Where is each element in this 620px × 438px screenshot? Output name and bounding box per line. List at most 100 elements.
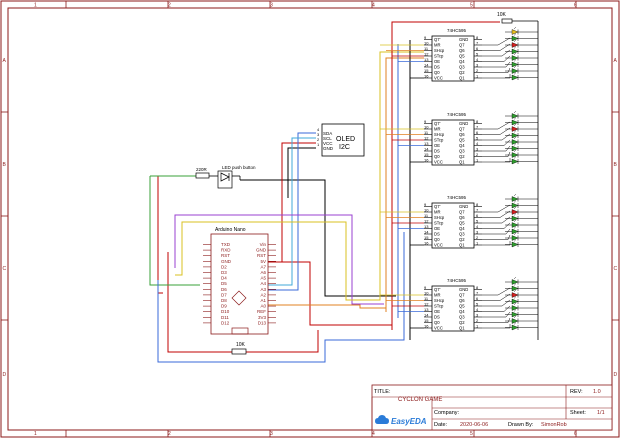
sr-pin-number: 4 (476, 141, 479, 146)
arduino-box (210, 233, 269, 335)
arduino-pin-label: A2 (260, 292, 266, 297)
button-resistor (195, 172, 210, 179)
sr-pin-label: Q1 (459, 326, 465, 331)
sr-pin-label: OE (434, 143, 440, 148)
sr-pin-number: 12 (424, 302, 429, 307)
sr-pin-label: DS (434, 149, 440, 154)
sr-pin-number: 1 (476, 241, 479, 246)
sr-pin-label: Q6 (459, 132, 465, 137)
led-icon (505, 296, 538, 305)
arduino-pin-label: D11 (221, 315, 229, 320)
sr-pin-label: Q2 (459, 237, 465, 242)
sr-pin-label: Q7 (459, 210, 465, 215)
arduino-pin-label: 5V (260, 259, 266, 264)
button-label: LED push button (222, 165, 256, 170)
sr-pin-number: 9 (424, 285, 427, 290)
sr-pin-number: 6 (476, 46, 479, 51)
arduino-pin-label: D7 (221, 292, 227, 297)
col-label: 3 (270, 3, 273, 9)
sr-pin-label: Q7' (434, 37, 441, 42)
sr-pin-label: VCC (434, 160, 443, 165)
led-icon (505, 65, 538, 74)
cloud-icon (375, 415, 389, 424)
sr-pin-label: SHcp (434, 48, 445, 53)
led-icon (505, 39, 538, 48)
date-value: 2020-06-06 (460, 422, 488, 428)
sr-pin-number: 13 (424, 141, 429, 146)
wire-blue-long (157, 232, 405, 363)
sr-pin-number: 15 (424, 318, 429, 323)
sr-pin-number: 15 (424, 152, 429, 157)
arduino-pin-label: RST (221, 253, 230, 258)
sr-pin-number: 6 (476, 213, 479, 218)
oled-pin-number: 1 (317, 142, 320, 147)
led-icon (505, 59, 538, 68)
sr-pin-number: 5 (476, 52, 479, 57)
sr-pin-number: 14 (424, 63, 429, 68)
sr-pin-label: Q2 (459, 70, 465, 75)
sr-pin-number: 7 (476, 291, 479, 296)
arduino-pin-label: TXD (221, 242, 231, 247)
sr-pin-number: 2 (476, 152, 479, 157)
led-icon (505, 206, 538, 215)
arduino-pin-label: Vin (260, 242, 267, 247)
oled-pin-label: GND (323, 146, 334, 151)
col-label: 4 (372, 431, 375, 437)
led-icon (505, 136, 538, 145)
led-icon (505, 239, 538, 248)
sr-pin-number: 16 (424, 74, 429, 79)
sr-pin-number: 12 (424, 136, 429, 141)
sr-pin-number: 14 (424, 313, 429, 318)
led-icon (505, 46, 538, 55)
arduino-pin-label: A3 (260, 287, 266, 292)
company-label: Company: (434, 410, 460, 416)
led-icon (505, 302, 538, 311)
oled-box (321, 123, 365, 157)
sr-pin-label: Q6 (459, 298, 465, 303)
sr-pin-label: Q6 (459, 215, 465, 220)
wire-vcc-bottom2 (246, 330, 319, 353)
rev-value: 1.0 (593, 389, 601, 395)
led-icon (505, 289, 538, 298)
led-icon (505, 213, 538, 222)
led-icon (505, 315, 538, 324)
row-label: D (3, 372, 7, 378)
sr-pin-number: 1 (476, 158, 479, 163)
sr-pin-number: 6 (476, 130, 479, 135)
sr-pin-label: OE (434, 309, 440, 314)
sr-pin-label: Q5 (459, 304, 465, 309)
sr-pin-number: 10 (424, 291, 429, 296)
led-icon (505, 26, 538, 35)
sr-pin-label: Q5 (459, 54, 465, 59)
col-label: 1 (34, 3, 37, 9)
sr-pin-number: 5 (476, 302, 479, 307)
title-label: TITLE: (374, 389, 391, 395)
title-block: TITLE: CYCLON GAME REV: 1.0 Company: She… (371, 384, 613, 431)
sr-pin-label: Q5 (459, 221, 465, 226)
sr-pin-number: 1 (476, 74, 479, 79)
sr-pin-label: Q7' (434, 121, 441, 126)
sr-pin-label: SHcp (434, 132, 445, 137)
arduino-chip-icon (231, 290, 247, 306)
sr-pin-number: 10 (424, 208, 429, 213)
sr-pin-label: Q7' (434, 204, 441, 209)
sr-pin-label: Q6 (459, 48, 465, 53)
arduino-pin-label: RST (257, 253, 266, 258)
arduino-title: Arduino Nano (215, 227, 246, 233)
inner-frame (7, 7, 613, 431)
wire-blue-sda (268, 132, 316, 291)
sr-pin-number: 1 (476, 324, 479, 329)
button-body (217, 170, 233, 189)
sr-pin-label: STcp (434, 138, 444, 143)
led-icon (505, 226, 538, 235)
sr-pin-number: 15 (424, 235, 429, 240)
led-icon (505, 219, 538, 228)
sr-pin-number: 2 (476, 235, 479, 240)
bottom-resistor: 10K (231, 342, 247, 355)
sr-pin-number: 7 (476, 208, 479, 213)
wire-green-button (149, 176, 200, 286)
